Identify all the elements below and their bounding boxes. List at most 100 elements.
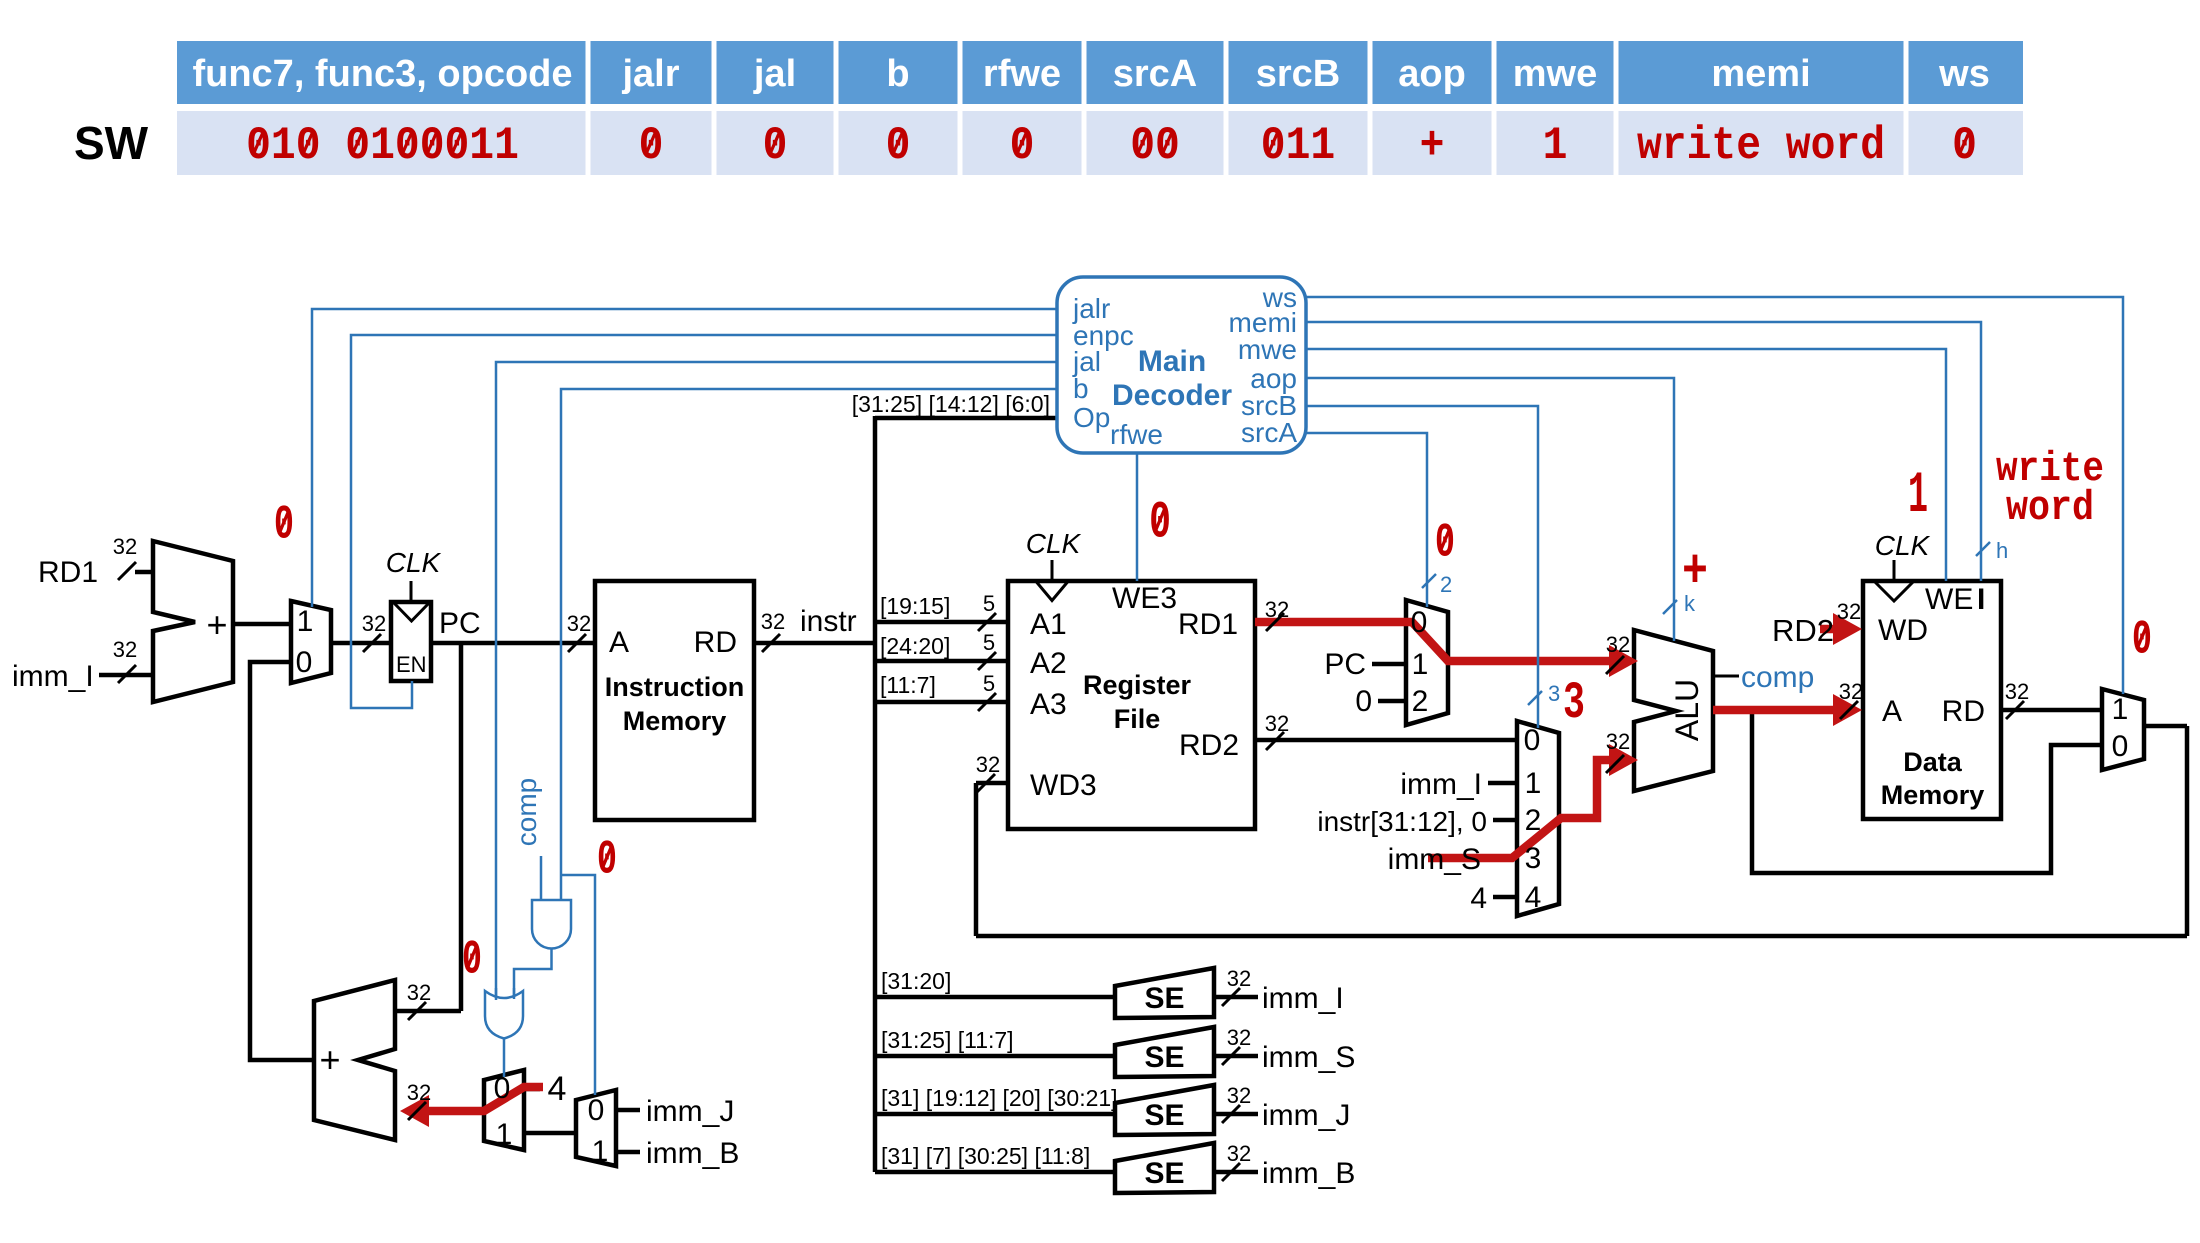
svg-text:imm_S: imm_S	[1262, 1041, 1355, 1074]
svg-text:1: 1	[496, 1118, 513, 1151]
svg-text:CLK: CLK	[1026, 528, 1082, 559]
svg-text:[31:25] [11:7]: [31:25] [11:7]	[881, 1027, 1014, 1053]
svg-text:32: 32	[113, 637, 137, 662]
svg-text:aop: aop	[1250, 363, 1297, 394]
svg-text:WD: WD	[1878, 614, 1928, 647]
svg-text:A: A	[609, 626, 629, 659]
svg-text:32: 32	[1606, 729, 1630, 754]
svg-text:srcA: srcA	[1241, 417, 1297, 448]
svg-text:Memory: Memory	[623, 706, 727, 736]
svg-text:2: 2	[1412, 685, 1429, 718]
svg-text:5: 5	[983, 630, 995, 655]
svg-text:EN: EN	[396, 652, 427, 677]
svg-text:k: k	[1684, 591, 1696, 616]
svg-text:32: 32	[567, 611, 591, 636]
svg-text:WE: WE	[1925, 583, 1973, 616]
svg-text:4: 4	[548, 1070, 567, 1108]
svg-text:00: 00	[1130, 120, 1180, 172]
svg-text:RD: RD	[694, 626, 737, 659]
svg-text:32: 32	[1265, 711, 1289, 736]
svg-text:mwe: mwe	[1513, 53, 1597, 95]
svg-text:010 0100011: 010 0100011	[246, 120, 519, 172]
svg-text:instr: instr	[800, 605, 857, 638]
svg-text:A2: A2	[1030, 647, 1067, 680]
svg-text:comp: comp	[1741, 661, 1814, 694]
svg-text:RD1: RD1	[38, 556, 98, 589]
svg-text:Register: Register	[1083, 670, 1192, 700]
svg-text:1: 1	[592, 1135, 609, 1168]
svg-text:imm_B: imm_B	[646, 1137, 739, 1170]
svg-text:jalr: jalr	[1072, 293, 1110, 324]
svg-text:1: 1	[2112, 693, 2129, 726]
svg-text:aop: aop	[1398, 53, 1466, 95]
svg-text:RD2: RD2	[1772, 613, 1834, 648]
svg-text:32: 32	[113, 534, 137, 559]
svg-text:[31] [7] [30:25] [11:8]: [31] [7] [30:25] [11:8]	[881, 1143, 1090, 1169]
svg-text:PC: PC	[1324, 648, 1366, 681]
svg-text:32: 32	[407, 1080, 431, 1105]
svg-text:PC: PC	[439, 607, 481, 640]
svg-text:instr[31:12], 0: instr[31:12], 0	[1317, 806, 1487, 837]
svg-text:imm_J: imm_J	[1262, 1099, 1350, 1132]
svg-text:SE: SE	[1144, 1157, 1184, 1190]
svg-text:imm_I: imm_I	[1400, 768, 1482, 801]
svg-text:[31] [19:12] [20] [30:21]: [31] [19:12] [20] [30:21]	[881, 1085, 1118, 1111]
svg-text:3: 3	[1525, 842, 1542, 875]
svg-text:jalr: jalr	[621, 53, 679, 95]
svg-text:0: 0	[588, 1094, 605, 1127]
svg-text:[11:7]: [11:7]	[880, 672, 936, 698]
svg-text:jal: jal	[753, 53, 796, 95]
svg-text:h: h	[1996, 538, 2008, 563]
svg-text:srcA: srcA	[1113, 53, 1198, 95]
svg-text:32: 32	[761, 609, 785, 634]
svg-text:File: File	[1114, 704, 1161, 734]
svg-text:[24:20]: [24:20]	[880, 633, 950, 659]
svg-text:jal: jal	[1072, 346, 1101, 377]
svg-text:srcB: srcB	[1241, 390, 1297, 421]
svg-text:32: 32	[1227, 1141, 1251, 1166]
svg-text:32: 32	[1265, 597, 1289, 622]
svg-text:A: A	[1882, 695, 1902, 728]
svg-text:1: 1	[1525, 767, 1542, 800]
svg-text:32: 32	[1837, 599, 1861, 624]
svg-text:SE: SE	[1144, 982, 1184, 1015]
svg-text:memi: memi	[1711, 53, 1810, 95]
svg-text:SE: SE	[1144, 1099, 1184, 1132]
svg-text:32: 32	[1606, 632, 1630, 657]
svg-text:rfwe: rfwe	[983, 53, 1061, 95]
svg-text:Decoder: Decoder	[1112, 379, 1232, 412]
svg-text:CLK: CLK	[1875, 530, 1931, 561]
svg-text:1: 1	[1412, 648, 1429, 681]
svg-text:+: +	[1420, 120, 1445, 172]
svg-text:comp: comp	[511, 778, 542, 846]
svg-text:+: +	[319, 1039, 340, 1080]
svg-text:CLK: CLK	[386, 547, 442, 578]
svg-text:32: 32	[1227, 1083, 1251, 1108]
svg-text:32: 32	[2005, 679, 2029, 704]
svg-text:4: 4	[1525, 881, 1542, 914]
svg-text:I: I	[1977, 583, 1985, 616]
svg-text:WD3: WD3	[1030, 769, 1097, 802]
svg-text:Data: Data	[1903, 747, 1963, 777]
svg-text:[31:25] [14:12] [6:0]: [31:25] [14:12] [6:0]	[852, 391, 1050, 417]
svg-text:0: 0	[1411, 606, 1428, 639]
svg-text:+: +	[206, 604, 227, 645]
svg-text:Main: Main	[1138, 345, 1206, 378]
svg-text:imm_S: imm_S	[1388, 843, 1481, 876]
svg-text:0: 0	[296, 646, 313, 679]
svg-text:RD: RD	[1942, 695, 1985, 728]
svg-text:srcB: srcB	[1256, 53, 1341, 95]
svg-text:memi: memi	[1229, 307, 1297, 338]
svg-text:rfwe: rfwe	[1110, 419, 1163, 450]
svg-text:+: +	[1682, 542, 1708, 603]
svg-text:func7, func3, opcode: func7, func3, opcode	[192, 53, 572, 95]
svg-text:imm_B: imm_B	[1262, 1157, 1355, 1190]
svg-text:SW: SW	[74, 117, 149, 169]
svg-text:Op: Op	[1073, 402, 1110, 433]
svg-text:write word: write word	[1637, 120, 1885, 172]
svg-text:3: 3	[1548, 681, 1560, 706]
svg-text:0: 0	[494, 1072, 511, 1105]
svg-text:WE3: WE3	[1112, 582, 1177, 615]
svg-text:32: 32	[1227, 1025, 1251, 1050]
svg-text:4: 4	[1470, 882, 1487, 915]
